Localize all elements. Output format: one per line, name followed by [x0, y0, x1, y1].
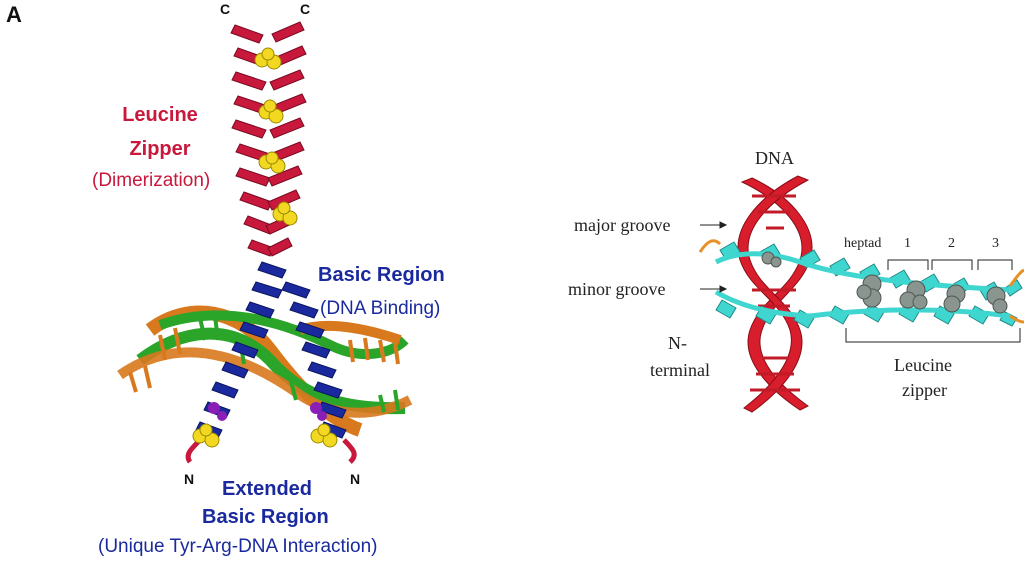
- major-groove-label: major groove: [574, 215, 671, 235]
- leucine-zipper-label-b-line1: Leucine: [894, 355, 952, 375]
- n-terminal-label-line2: terminal: [650, 360, 710, 380]
- helix-tails: [698, 239, 1024, 324]
- n-terminus-label-left: N: [184, 471, 195, 487]
- heptad-number-3: 3: [992, 236, 999, 251]
- panel-letter: A: [6, 2, 22, 27]
- bzip-dna-structure-illustration: [117, 21, 413, 464]
- label-arrows: [700, 221, 728, 293]
- basic-region-label: Basic Region: [318, 264, 445, 286]
- leucine-zipper-label-line2: Zipper: [129, 138, 191, 160]
- dna-binding-label: (DNA Binding): [320, 298, 441, 319]
- leucine-zipper-coiled-coil: [230, 21, 307, 257]
- heptad-brackets: [845, 259, 1021, 343]
- extended-basic-region-label: Basic Region: [202, 506, 329, 528]
- heptad-number-2: 2: [948, 236, 955, 251]
- dna-base-pairs: [750, 194, 800, 392]
- leucine-zipper-label-b-line2: zipper: [902, 380, 947, 400]
- dimerization-label: (Dimerization): [92, 170, 211, 191]
- minor-groove-label: minor groove: [568, 279, 666, 299]
- c-terminus-label-left: C: [220, 1, 231, 17]
- tyr-arg-residues: [192, 402, 338, 448]
- c-terminus-label-right: C: [300, 1, 311, 17]
- dna-title: DNA: [755, 148, 794, 168]
- leucine-zipper-label-line1: Leucine: [122, 104, 198, 126]
- leucine-residue-spheres: [761, 251, 1008, 314]
- extended-label: Extended: [222, 478, 313, 500]
- dna-leucine-zipper-ribbon: [698, 175, 1024, 413]
- tyr-arg-dna-interaction-label: (Unique Tyr-Arg-DNA Interaction): [98, 536, 378, 557]
- n-terminal-label-line1: N-: [668, 333, 687, 353]
- heptad-number-1: 1: [904, 236, 911, 251]
- n-terminus-label-right: N: [350, 471, 361, 487]
- heptad-label: heptad: [844, 236, 882, 251]
